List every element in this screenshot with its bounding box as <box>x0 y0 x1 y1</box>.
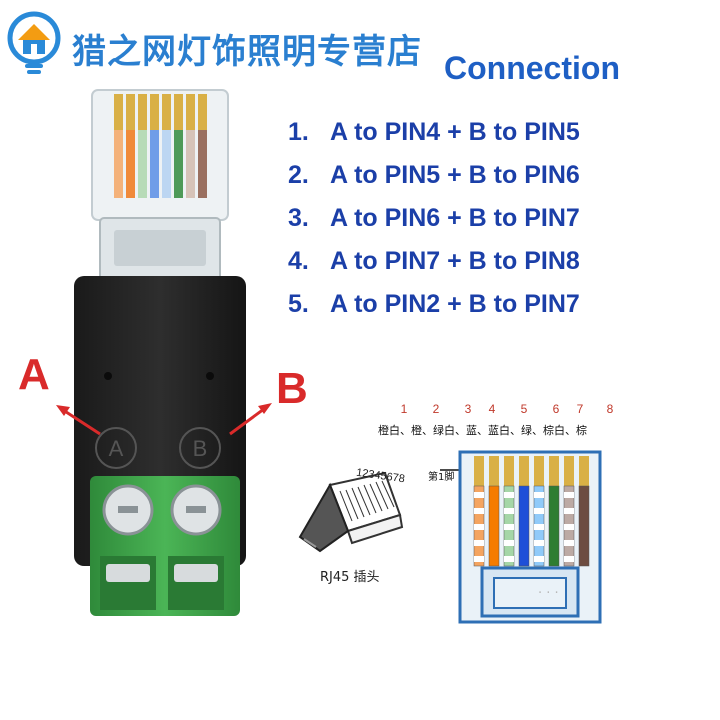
pin-contact <box>549 456 559 486</box>
pin-number: 6 <box>552 402 560 416</box>
pin-wire-stripe <box>564 540 574 546</box>
pin-wire-stripe <box>534 556 544 562</box>
connection-title: Connection <box>444 50 620 86</box>
pin-wire-stripe <box>504 492 514 498</box>
pin-number: 4 <box>488 402 496 416</box>
pin-wire-stripe <box>564 508 574 514</box>
pin-wire-stripe <box>474 556 484 562</box>
pin-wire-stripe <box>504 556 514 562</box>
list-item: 1. A to PIN4 + B to PIN5 <box>288 118 708 161</box>
rj45-pinout-diagram <box>440 450 602 624</box>
house-bulb-logo-icon <box>7 11 61 74</box>
pin1-label: 第1脚 <box>428 472 455 483</box>
list-item: 2. A to PIN5 + B to PIN6 <box>288 161 708 204</box>
list-item: 5. A to PIN2 + B to PIN7 <box>288 290 708 333</box>
connection-list: 1. A to PIN4 + B to PIN5 2. A to PIN5 + B … <box>288 118 708 333</box>
label-b: B <box>276 364 308 413</box>
list-item-text: A to PIN4 + B to PIN5 <box>330 118 580 146</box>
terminal-b-text: B <box>193 436 208 461</box>
list-item: 4. A to PIN7 + B to PIN8 <box>288 247 708 290</box>
pin-wire-stripe <box>504 540 514 546</box>
pin-wire-stripe <box>474 524 484 530</box>
plug-contacts <box>114 94 207 130</box>
pin-wire-stripe <box>534 508 544 514</box>
pin-contact <box>579 456 589 486</box>
pin-wire-stripe <box>534 540 544 546</box>
rj45-plug-icon <box>298 471 404 553</box>
pin-wire-stripe <box>504 524 514 530</box>
pin-contact <box>489 456 499 486</box>
list-item-text: A to PIN6 + B to PIN7 <box>330 204 580 232</box>
pin-wire <box>578 485 590 567</box>
rj45-adapter-image: A B <box>56 89 272 616</box>
pin-number: 7 <box>576 402 584 416</box>
pin-contact <box>504 456 514 486</box>
pin-wire <box>518 485 530 567</box>
list-item-text: A to PIN7 + B to PIN8 <box>330 247 580 275</box>
pin-number: 5 <box>520 402 528 416</box>
terminal-b-marking <box>179 427 221 469</box>
pin-wire <box>488 485 500 567</box>
pin-wire-stripe <box>474 492 484 498</box>
pin-contact <box>519 456 529 486</box>
pin-contact <box>564 456 574 486</box>
pin-wire-stripe <box>504 508 514 514</box>
pin-number: 1 <box>400 402 408 416</box>
list-item-number: 4. <box>288 247 309 275</box>
terminal-a-marking <box>95 427 137 469</box>
list-item-number: 5. <box>288 290 309 318</box>
pinout-wires <box>473 456 590 567</box>
pin-wire-stripe <box>534 524 544 530</box>
label-a: A <box>18 350 50 399</box>
pin-contact <box>534 456 544 486</box>
list-item-number: 2. <box>288 161 309 189</box>
arrow-a <box>59 406 101 436</box>
list-item-number: 3. <box>288 204 309 232</box>
pin-wire-stripe <box>534 492 544 498</box>
pin-wire-stripe <box>474 508 484 514</box>
pin-wire-stripe <box>564 492 574 498</box>
terminal-a-text: A <box>109 436 124 461</box>
pin-wire-stripe <box>564 556 574 562</box>
pin-number: 2 <box>432 402 440 416</box>
list-item-number: 1. <box>288 118 309 146</box>
plug-housing <box>91 89 229 221</box>
wire-color-list: 橙白、橙、绿白、蓝、蓝白、绿、棕白、棕 <box>378 424 587 437</box>
rj45-label: RJ45 插头 <box>320 570 380 585</box>
list-item-text: A to PIN5 + B to PIN6 <box>330 161 580 189</box>
pin-number: 8 <box>606 402 614 416</box>
pin-wire <box>548 485 560 567</box>
plug-wires <box>114 98 207 198</box>
shop-name: 猎之网灯饰照明专营店 <box>72 32 422 72</box>
pin-wire-stripe <box>474 540 484 546</box>
list-item: 3. A to PIN6 + B to PIN7 <box>288 204 708 247</box>
pin-number: 3 <box>464 402 472 416</box>
list-item-text: A to PIN2 + B to PIN7 <box>330 290 580 318</box>
pin-wire-stripe <box>564 524 574 530</box>
pin-contact <box>474 456 484 486</box>
watermark: · · · <box>538 586 559 601</box>
